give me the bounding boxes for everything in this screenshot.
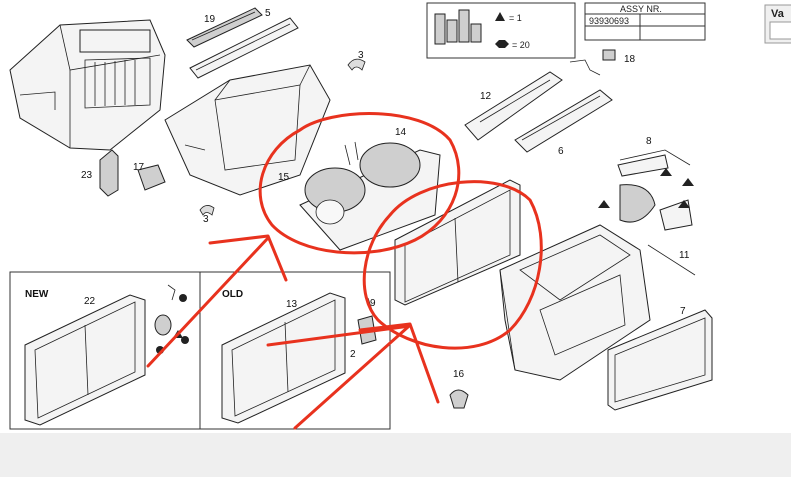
part-evaporator-housing bbox=[499, 224, 651, 381]
callout-22: 22 bbox=[84, 296, 96, 307]
legend-hexagon-text: = 20 bbox=[512, 40, 530, 50]
part-7-filter-frame bbox=[607, 309, 713, 411]
assy-table bbox=[584, 2, 706, 41]
callout-19: 19 bbox=[204, 14, 216, 25]
legend-box bbox=[426, 2, 576, 59]
part-5-filter bbox=[189, 17, 299, 79]
assy-value: 93930693 bbox=[589, 16, 629, 26]
triangle-icon bbox=[495, 12, 505, 21]
callout-7: 7 bbox=[680, 306, 686, 317]
heater-core-center bbox=[394, 179, 521, 306]
part-3-clip-bottom bbox=[199, 205, 215, 216]
red-annotations bbox=[146, 112, 543, 430]
part-3-clip-top bbox=[347, 58, 366, 71]
part-18-linkage bbox=[569, 49, 616, 76]
red-arrow-old-a bbox=[266, 324, 412, 347]
callout-8: 8 bbox=[646, 136, 652, 147]
part-11-rod bbox=[647, 244, 696, 276]
callout-16: 16 bbox=[453, 369, 465, 380]
part-23-bracket bbox=[99, 149, 119, 197]
va-panel bbox=[764, 4, 791, 44]
red-circle-core bbox=[362, 180, 543, 350]
callout-5: 5 bbox=[265, 8, 271, 19]
callout-9: 9 bbox=[370, 298, 376, 309]
inset-old-title: OLD bbox=[222, 289, 243, 300]
part-6-seal-frame bbox=[514, 89, 613, 153]
assy-label: ASSY NR. bbox=[620, 4, 662, 14]
red-circle-blower bbox=[258, 112, 461, 255]
callout-12: 12 bbox=[480, 91, 492, 102]
bottom-blur-strip bbox=[0, 433, 791, 477]
callout-14: 14 bbox=[395, 127, 407, 138]
red-arrow-new bbox=[146, 236, 270, 368]
part-15-housing bbox=[164, 64, 331, 196]
callout-3-top: 3 bbox=[358, 50, 364, 61]
part-12-air-duct bbox=[464, 71, 563, 141]
part-17-actuator bbox=[137, 164, 166, 191]
callout-6: 6 bbox=[558, 146, 564, 157]
part-19-gasket-frame bbox=[186, 7, 263, 48]
callout-18: 18 bbox=[624, 54, 636, 65]
callout-15: 15 bbox=[278, 172, 290, 183]
heater-housing-left bbox=[9, 19, 166, 151]
va-label: Va bbox=[771, 8, 785, 20]
red-arrow-old-c bbox=[293, 325, 410, 430]
callout-23: 23 bbox=[81, 170, 93, 181]
callout-13: 13 bbox=[286, 299, 298, 310]
inset-new-title: NEW bbox=[25, 289, 49, 300]
hexagon-icon bbox=[495, 40, 509, 48]
part-14-blower-motor bbox=[299, 141, 441, 251]
callout-11: 11 bbox=[679, 250, 690, 261]
red-arrow-old-b bbox=[358, 322, 440, 404]
red-arrow-top bbox=[208, 234, 288, 282]
inset-old bbox=[199, 271, 391, 430]
legend-triangle-text: = 1 bbox=[509, 13, 522, 23]
callout-17: 17 bbox=[133, 162, 145, 173]
callout-2: 2 bbox=[350, 349, 356, 360]
callout-3-bottom: 3 bbox=[203, 214, 209, 225]
part-16-drain bbox=[449, 389, 469, 409]
part-8-actuator-set bbox=[598, 149, 694, 231]
